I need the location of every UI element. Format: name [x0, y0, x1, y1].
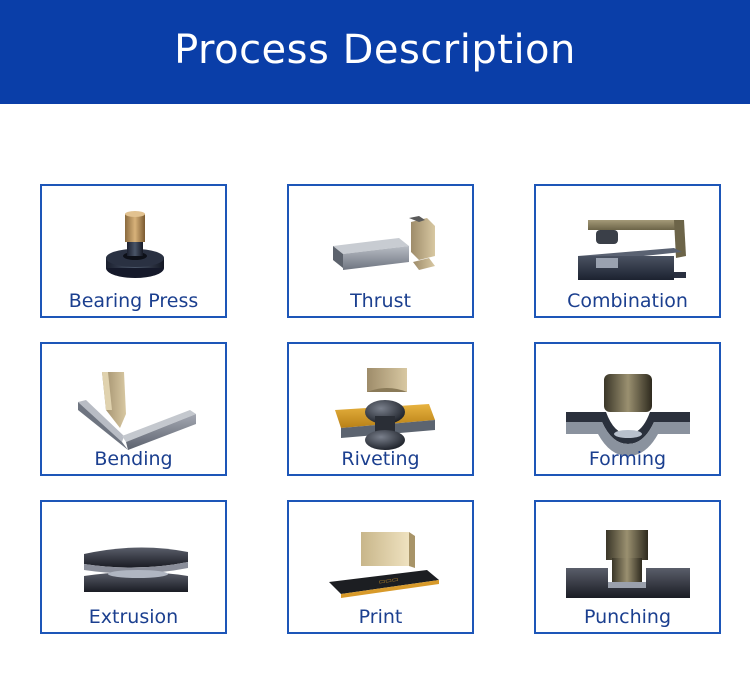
thrust-illustration [333, 216, 435, 270]
extrusion-illustration [84, 547, 188, 592]
bending-illustration [78, 372, 196, 450]
process-card-bending: Bending [40, 342, 227, 476]
bearing-press-illustration [106, 211, 164, 278]
process-card-bearing-press: Bearing Press [40, 184, 227, 318]
process-label: Punching [583, 606, 672, 628]
process-label: Combination [567, 290, 688, 312]
process-card-combination: Combination [534, 184, 721, 318]
header-banner: Process Description [0, 0, 750, 104]
process-card-print: ▭▭▭ Print [287, 500, 474, 634]
process-label: Forming [588, 448, 667, 470]
process-label: Extrusion [88, 606, 179, 628]
process-card-riveting: Riveting [287, 342, 474, 476]
forming-illustration [566, 374, 690, 456]
process-label: Thrust [350, 290, 411, 312]
process-label: Print [358, 606, 403, 628]
punching-illustration [566, 530, 690, 598]
page-title: Process Description [174, 27, 576, 73]
combination-illustration [578, 220, 686, 280]
process-card-forming: Forming [534, 342, 721, 476]
process-card-thrust: Thrust [287, 184, 474, 318]
process-label: Bearing Press [68, 290, 199, 312]
riveting-illustration [335, 368, 435, 450]
print-illustration: ▭▭▭ [329, 532, 439, 598]
process-label: Riveting [341, 448, 420, 470]
svg-text:▭▭▭: ▭▭▭ [378, 575, 399, 586]
process-label: Bending [94, 448, 173, 470]
process-card-extrusion: Extrusion [40, 500, 227, 634]
process-card-punching: Punching [534, 500, 721, 634]
